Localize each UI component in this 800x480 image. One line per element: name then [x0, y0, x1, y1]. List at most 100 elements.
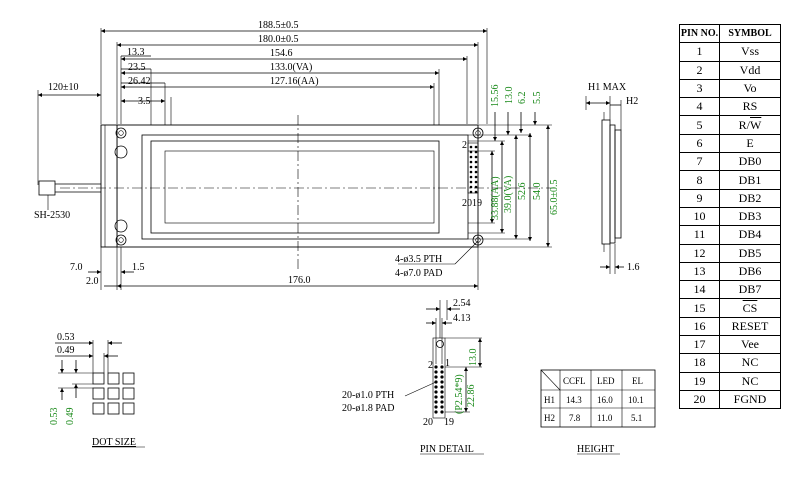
dim-3-5: 3.5	[138, 96, 151, 107]
pin-table-header-row: PIN NO. SYMBOL	[679, 23, 781, 44]
pin-number: 1	[679, 42, 720, 62]
hole-pth-callout: 4-ø3.5 PTH	[395, 254, 442, 265]
dim-1-5: 1.5	[132, 262, 145, 273]
pin-number: 7	[679, 152, 720, 172]
pin-dim-2-54: 2.54	[453, 298, 471, 309]
dim-15-56: 15.56	[490, 85, 501, 108]
pin-symbol: DB4	[719, 225, 781, 245]
front-view: 188.5±0.5 180.0±0.5 13.3 154.6 23.5 133.…	[34, 20, 560, 290]
pin-symbol: DB3	[719, 206, 781, 227]
dim-overall-width: 188.5±0.5	[258, 20, 299, 31]
dim-52-6: 52.6	[517, 183, 528, 201]
pin-number: 19	[679, 371, 720, 391]
pin-detail-label-19: 19	[444, 417, 454, 428]
pin-symbol: DB6	[719, 261, 781, 282]
height-col-ccfl: CCFL	[563, 376, 586, 386]
pin-detail: 2.54 4.13 13.0 (P2.54*9) 22.86 2 1 20 19…	[342, 298, 484, 455]
dim-33-88-aa: 33.88(AA)	[490, 176, 501, 220]
pin-pad-callout: 20-ø1.8 PAD	[342, 403, 394, 414]
pin-number: 5	[679, 115, 720, 135]
dim-13-0: 13.0	[504, 87, 515, 105]
connector-body	[38, 180, 56, 196]
pin-number: 17	[679, 335, 720, 355]
pin-dim-22-86: 22.86	[466, 385, 477, 408]
dim-23-5: 23.5	[128, 62, 146, 73]
pin-number: 10	[679, 206, 720, 227]
pin-number: 15	[679, 298, 720, 318]
pin-number: 9	[679, 188, 720, 208]
pin-number: 6	[679, 133, 720, 154]
pin-detail-pads	[434, 365, 444, 414]
height-h1-el: 10.1	[628, 395, 644, 405]
height-col-el: EL	[632, 376, 643, 386]
pin-number: 3	[679, 78, 720, 99]
pin-symbol: DB7	[719, 280, 781, 300]
dot-width-pitch: 0.53	[57, 332, 75, 343]
pin-number: 18	[679, 353, 720, 373]
pin-number: 12	[679, 243, 720, 263]
pin-symbol: RS	[719, 97, 781, 117]
pin-symbol: NC	[719, 353, 781, 373]
dim-26-42: 26.42	[128, 76, 151, 87]
side-view: H1 MAX H2 1.6	[585, 82, 640, 274]
dim-7-0: 7.0	[70, 262, 83, 273]
front-pin-header	[467, 142, 479, 194]
pin-detail-label-1: 1	[445, 358, 450, 369]
dim-39-0-va: 39.0(VA)	[503, 176, 514, 213]
view-area	[150, 140, 440, 234]
dim-2-0: 2.0	[86, 276, 99, 287]
pin-symbol: Vee	[719, 335, 781, 355]
pin-number: 20	[679, 389, 720, 410]
dim-cable-length: 120±10	[48, 82, 79, 93]
dot-height: 0.49	[65, 408, 76, 426]
pin-number: 4	[679, 97, 720, 117]
dot-width: 0.49	[57, 345, 75, 356]
pin-number: 2	[679, 60, 720, 80]
height-row-h1: H1	[544, 395, 555, 405]
connector-label: SH-2530	[34, 210, 70, 221]
height-h2-el: 5.1	[631, 413, 642, 423]
height-col-led: LED	[597, 376, 615, 386]
pin-pitch: (P2.54*9)	[454, 374, 465, 414]
height-h1-ccfl: 14.3	[566, 395, 582, 405]
pin-dim-13-0: 13.0	[468, 349, 479, 367]
pin-number: 14	[679, 280, 720, 300]
pin-number: 13	[679, 261, 720, 282]
dim-pcb-width: 180.0±0.5	[258, 34, 299, 45]
pin-pth-callout: 20-ø1.0 PTH	[342, 390, 394, 401]
height-table: CCFL LED EL H1 14.3 16.0 10.1 H2 7.8 11.…	[540, 369, 656, 455]
pin-symbol: DB2	[719, 188, 781, 208]
pcb-outline	[116, 124, 479, 248]
backlight-strip	[100, 124, 118, 248]
pin-symbol: DB1	[719, 170, 781, 190]
dim-54-0: 54.0	[532, 183, 543, 201]
side-h2: H2	[626, 96, 638, 107]
dim-5-5: 5.5	[532, 92, 543, 105]
dot-height-pitch: 0.53	[49, 408, 60, 426]
pin-symbol: DB0	[719, 152, 781, 172]
pin-symbol: E	[719, 133, 781, 154]
height-title: HEIGHT	[577, 444, 614, 455]
dim-154-6: 154.6	[270, 48, 293, 59]
dim-65-0: 65.0±0.5	[549, 180, 560, 216]
front-pin-2-label: 2	[462, 140, 467, 151]
pin-dim-4-13: 4.13	[453, 313, 471, 324]
pin-symbol: NC	[719, 371, 781, 391]
pin-symbol: Vo	[719, 78, 781, 99]
